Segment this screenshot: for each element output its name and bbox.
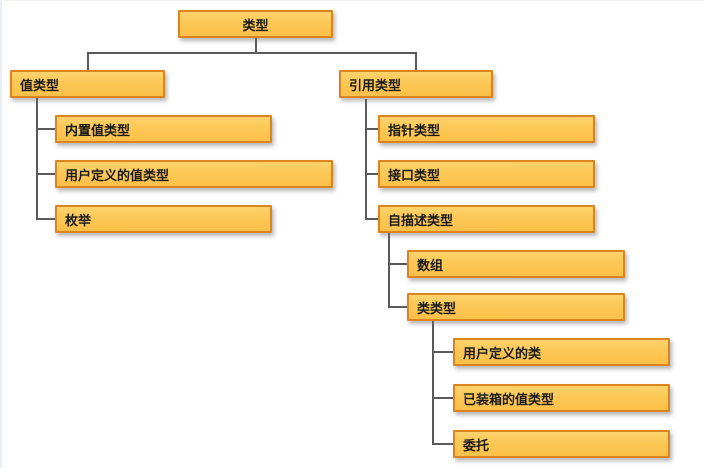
connector-reference-type-trunk bbox=[365, 99, 367, 220]
node-class-type: 类类型 bbox=[407, 293, 625, 321]
connector-root-stem bbox=[255, 38, 257, 53]
node-built-in-value-type: 内置值类型 bbox=[55, 115, 272, 143]
node-enumeration: 枚举 bbox=[55, 205, 272, 233]
node-type: 类型 bbox=[178, 10, 333, 38]
node-user-defined-class: 用户定义的类 bbox=[453, 338, 670, 366]
connector-stub-user-defined-class bbox=[432, 351, 453, 353]
connector-stub-pointer-type bbox=[365, 128, 378, 130]
page-left-border bbox=[0, 0, 2, 468]
connector-self-describing-trunk bbox=[388, 233, 390, 308]
node-interface-type: 接口类型 bbox=[378, 160, 595, 188]
connector-stub-enumeration bbox=[36, 218, 55, 220]
connector-stub-interface-type bbox=[365, 173, 378, 175]
connector-stub-delegate bbox=[432, 443, 453, 445]
connector-drop-reference-type bbox=[415, 52, 417, 70]
connector-stub-built-in-value-type bbox=[36, 128, 55, 130]
node-delegate: 委托 bbox=[453, 430, 670, 458]
node-reference-type: 引用类型 bbox=[339, 70, 493, 98]
connector-value-type-trunk bbox=[36, 98, 38, 220]
connector-root-rail bbox=[87, 52, 417, 54]
node-self-describing-type: 自描述类型 bbox=[378, 205, 595, 233]
connector-stub-class-type bbox=[388, 306, 407, 308]
connector-stub-self-describing-type bbox=[365, 218, 378, 220]
connector-stub-user-defined-value-type bbox=[36, 173, 55, 175]
node-user-defined-value-type: 用户定义的值类型 bbox=[55, 160, 333, 188]
page-top-border bbox=[0, 0, 704, 1]
node-pointer-type: 指针类型 bbox=[378, 115, 595, 143]
node-boxed-value-type: 已装箱的值类型 bbox=[453, 384, 670, 412]
node-value-type: 值类型 bbox=[10, 70, 165, 98]
connector-stub-boxed-value-type bbox=[432, 397, 453, 399]
connector-drop-value-type bbox=[87, 52, 89, 70]
connector-stub-array bbox=[388, 263, 407, 265]
connector-class-type-trunk bbox=[432, 321, 434, 445]
node-array: 数组 bbox=[407, 250, 625, 278]
